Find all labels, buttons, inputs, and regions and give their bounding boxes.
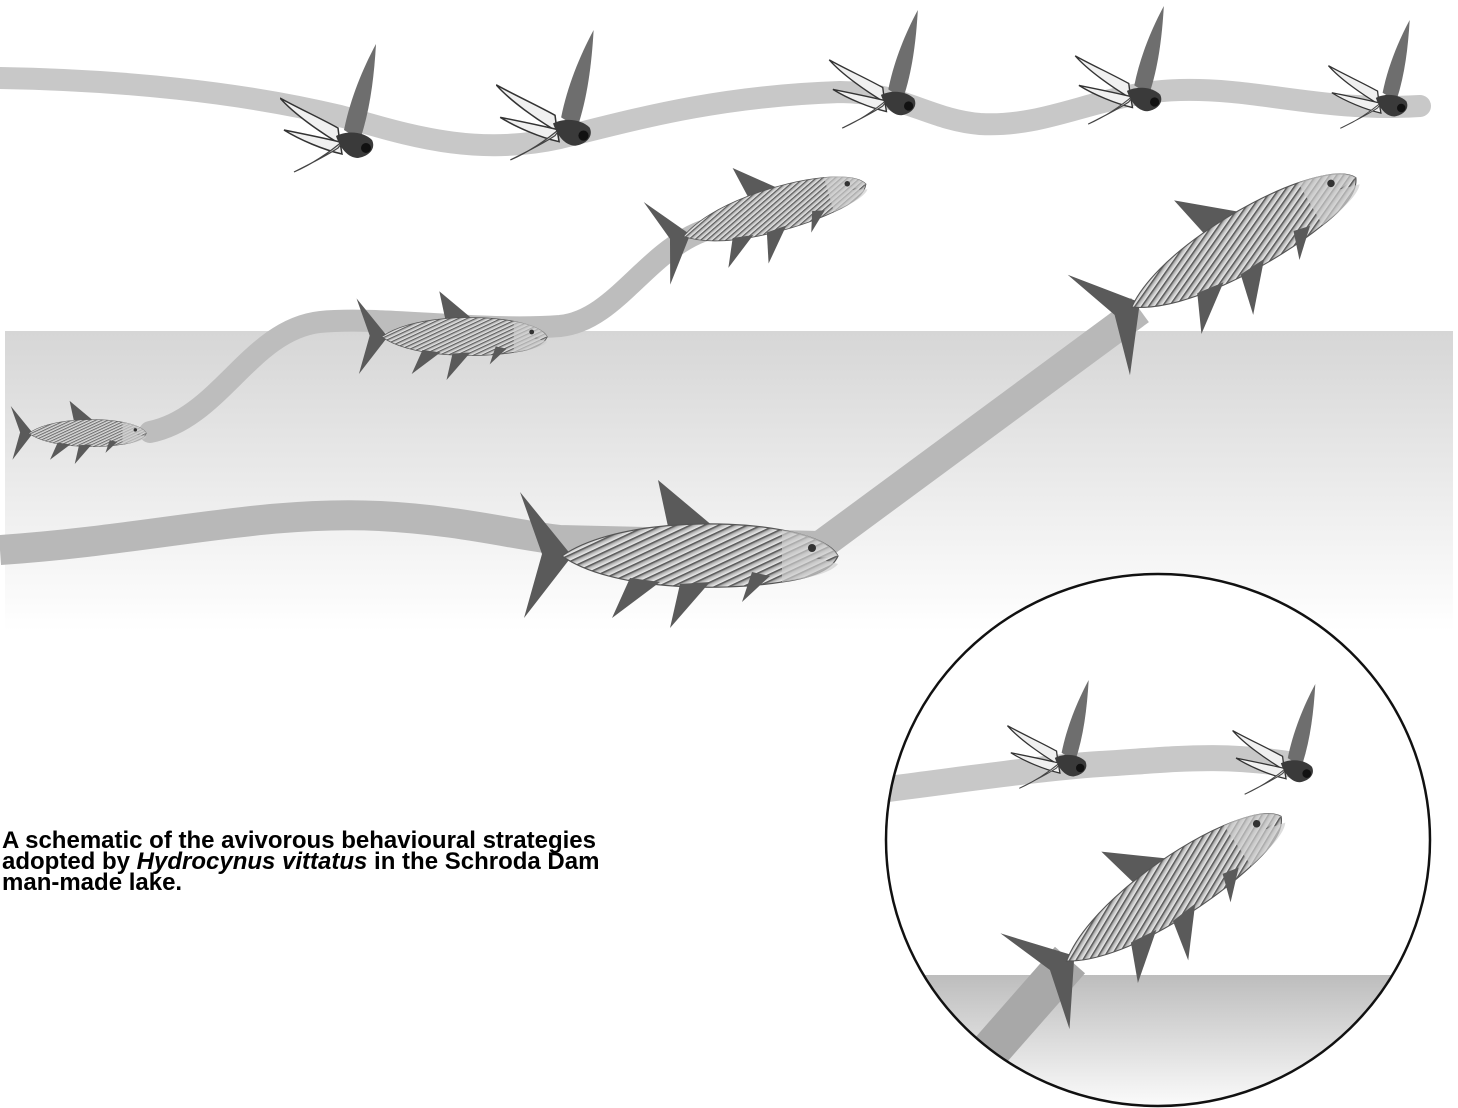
tigerfish-icon (641, 134, 879, 292)
swallow-icon (829, 10, 918, 128)
figure-caption: A schematic of the avivorous behavioural… (2, 830, 702, 893)
caption-line-3: man-made lake. (2, 872, 702, 893)
inset-magnifier (880, 570, 1440, 1108)
caption-line-2-suffix: in the Schroda Dam (367, 848, 599, 875)
bird-flight-path (0, 78, 1420, 145)
